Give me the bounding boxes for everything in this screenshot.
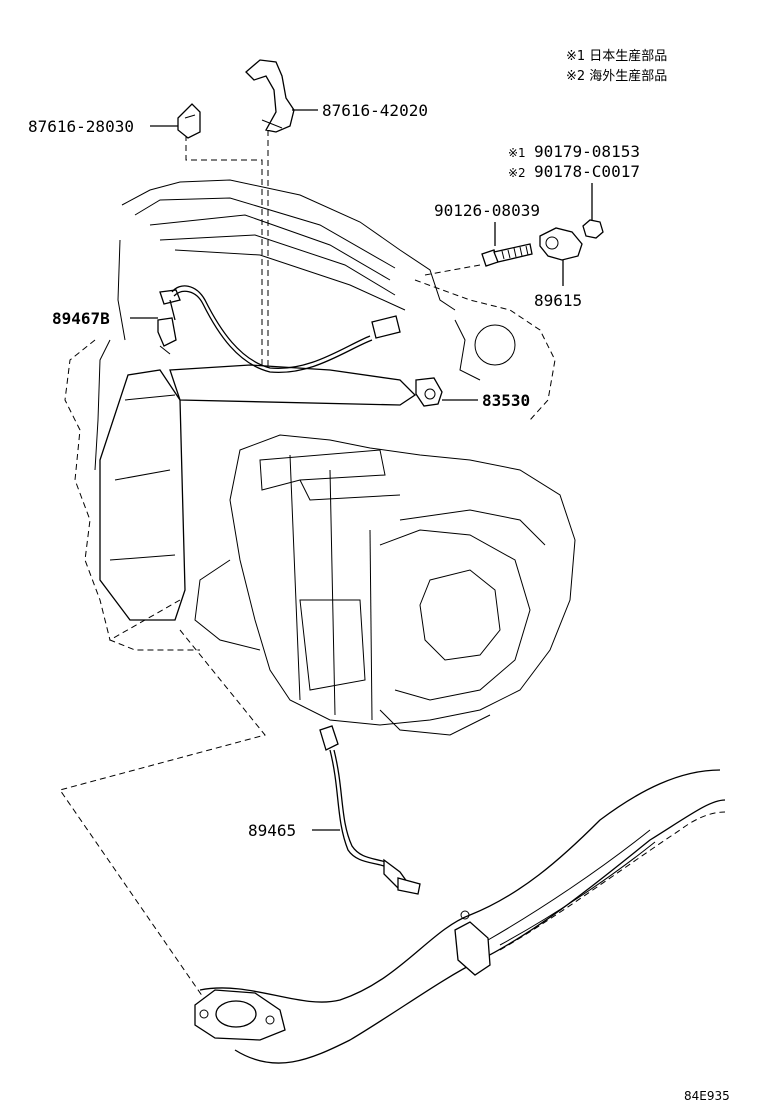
mark-2: ※2 [508, 166, 526, 180]
part-87616-28030: 87616-28030 [28, 103, 201, 139]
label-90178-C0017: 90178-C0017 [534, 162, 640, 181]
knock-sensor-labels: ※1 90179-08153 ※2 90178-C0017 [508, 142, 640, 239]
part-89467B: 89467B [52, 285, 401, 374]
label-90126-08039: 90126-08039 [434, 201, 540, 220]
engine-outline [64, 179, 576, 736]
label-83530: 83530 [482, 391, 530, 410]
part-89615: 89615 [534, 227, 583, 310]
label-87616-28030: 87616-28030 [28, 117, 134, 136]
mark-1: ※1 [508, 146, 526, 160]
label-89615: 89615 [534, 291, 582, 310]
part-89465: 89465 [248, 725, 421, 895]
nut-icon [582, 219, 604, 239]
label-87616-42020: 87616-42020 [322, 101, 428, 120]
part-83530: 83530 [415, 377, 530, 410]
exhaust-pipe [194, 769, 726, 1064]
note-overseas-production: ※2 海外生産部品 [566, 68, 667, 84]
note-japan-production: ※1 日本生産部品 [566, 48, 667, 64]
part-90126-08039: 90126-08039 [434, 201, 540, 267]
part-87616-42020: 87616-42020 [245, 59, 428, 133]
label-89465: 89465 [248, 821, 296, 840]
label-90179-08153: 90179-08153 [534, 142, 640, 161]
label-89467B: 89467B [52, 309, 110, 328]
figure-code: 84E935 [684, 1089, 730, 1103]
leader-lines [59, 130, 481, 1001]
